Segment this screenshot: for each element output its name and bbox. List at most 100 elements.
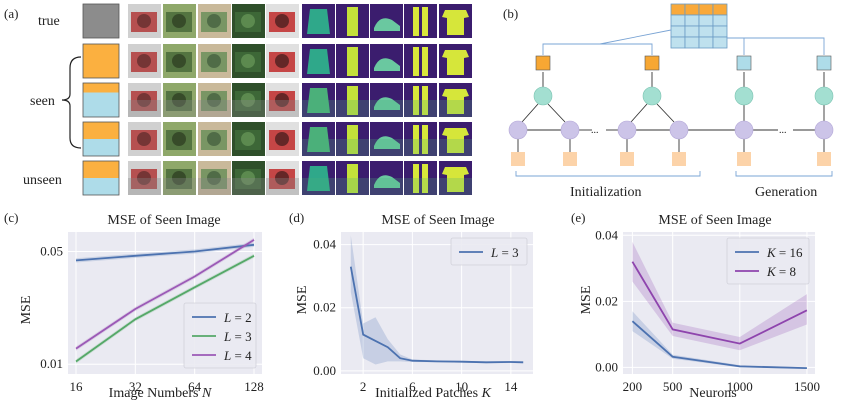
- series-line: [631, 261, 808, 345]
- panel-d-label: (d): [289, 210, 304, 225]
- fashion-thumb: [404, 161, 437, 195]
- cifar-thumb: [266, 4, 299, 38]
- cifar-thumb: [128, 44, 161, 78]
- panel-b: (b) Initialization Generation ... ...: [503, 3, 834, 200]
- hidden-node: [560, 120, 580, 140]
- memory-cell: [670, 36, 686, 49]
- fashion-thumb: [439, 44, 472, 78]
- chart-d-title: MSE of Seen Image: [381, 213, 494, 228]
- memory-cell: [698, 25, 714, 38]
- memory-cell: [698, 3, 714, 16]
- input-patch: [563, 152, 577, 166]
- cifar-thumb: [128, 161, 161, 195]
- chart-e-title: MSE of Seen Image: [658, 213, 771, 228]
- input-patch: [511, 152, 525, 166]
- cifar-thumb: [163, 83, 196, 117]
- cifar-thumb: [232, 4, 265, 38]
- memory-cell: [684, 14, 700, 27]
- chart-d-xlabel: Initialized Patches K: [375, 386, 492, 401]
- legend: L = 3: [450, 237, 528, 266]
- legend-label: L = 2: [223, 310, 252, 325]
- cifar-thumb: [198, 122, 231, 156]
- fashion-thumb: [336, 83, 369, 117]
- cifar-thumb: [232, 161, 265, 195]
- x-tick-label: 500: [663, 379, 683, 394]
- chart-e-ylabel: MSE: [579, 286, 594, 315]
- generated-patch: [816, 55, 832, 71]
- chart-c: (c) MSE of Seen Image Image Numbers N MS…: [4, 210, 264, 401]
- cifar-thumb: [163, 44, 196, 78]
- panel-a: (a) true seen unseen: [4, 3, 472, 196]
- cifar-thumb: [232, 44, 265, 78]
- fashion-thumb: [439, 161, 472, 195]
- init-bracket: [515, 171, 701, 177]
- fashion-thumb: [336, 4, 369, 38]
- y-tick-label: 0.00: [595, 359, 618, 374]
- x-tick-label: 200: [623, 379, 643, 394]
- legend-label: K = 16: [766, 245, 803, 260]
- output-node: [734, 86, 754, 106]
- series-line: [75, 255, 255, 363]
- legend: L = 2L = 3L = 4: [183, 302, 257, 369]
- connector: [542, 29, 672, 55]
- y-tick-label: 0.02: [595, 293, 618, 308]
- fashion-thumb: [302, 122, 335, 156]
- fashion-thumb: [439, 83, 472, 117]
- chart-c-ylabel: MSE: [19, 296, 34, 325]
- confidence-band: [632, 241, 807, 351]
- fashion-thumb: [370, 4, 403, 38]
- cifar-thumb: [266, 161, 299, 195]
- x-tick-label: 128: [244, 379, 264, 394]
- x-tick-label: 1500: [794, 379, 820, 394]
- cifar-thumb: [232, 83, 265, 117]
- input-patch: [817, 152, 831, 166]
- memory-cell: [698, 36, 714, 49]
- output-node: [814, 86, 834, 106]
- x-tick-label: 64: [188, 379, 202, 394]
- fashion-thumb: [439, 4, 472, 38]
- x-tick-label: 10: [455, 379, 468, 394]
- fashion-thumb: [370, 161, 403, 195]
- hidden-node: [814, 120, 834, 140]
- generation-label: Generation: [755, 185, 817, 200]
- mask-3: [82, 121, 120, 157]
- y-tick-label: 0.02: [313, 300, 336, 315]
- row-label-unseen: unseen: [23, 173, 62, 188]
- legend-box: [726, 237, 810, 285]
- legend-label: L = 3: [223, 329, 252, 344]
- output-node: [642, 86, 662, 106]
- cifar-thumb: [198, 161, 231, 195]
- fashion-thumb: [404, 44, 437, 78]
- chart-e-xlabel: Neurons: [689, 386, 736, 401]
- fashion-thumb: [404, 83, 437, 117]
- generated-patch: [736, 55, 752, 71]
- chart-c-xlabel: Image Numbers N: [109, 386, 212, 401]
- panel-c-label: (c): [4, 210, 18, 225]
- fashion-thumb: [439, 122, 472, 156]
- hidden-node: [669, 120, 689, 140]
- legend: K = 16K = 8: [726, 237, 810, 285]
- edge: [630, 103, 648, 123]
- memory-cell: [712, 25, 728, 38]
- confidence-band: [350, 235, 524, 365]
- y-tick-label: 0.04: [595, 227, 618, 242]
- panel-a-label: (a): [4, 6, 18, 21]
- confidence-band: [76, 237, 254, 351]
- cifar-thumb: [163, 122, 196, 156]
- cifar-thumb: [128, 83, 161, 117]
- fashion-thumb: [302, 4, 335, 38]
- cifar-thumb: [198, 83, 231, 117]
- fashion-thumb: [404, 4, 437, 38]
- y-tick-label: 0.00: [313, 363, 336, 378]
- ellipsis-1: ...: [591, 125, 599, 136]
- fashion-thumb: [336, 44, 369, 78]
- memory-cell: [684, 36, 700, 49]
- memory-cell: [670, 25, 686, 38]
- seen-patch: [644, 55, 660, 71]
- output-node: [533, 86, 553, 106]
- y-tick-label: 0.05: [40, 243, 63, 258]
- fashion-thumb: [302, 44, 335, 78]
